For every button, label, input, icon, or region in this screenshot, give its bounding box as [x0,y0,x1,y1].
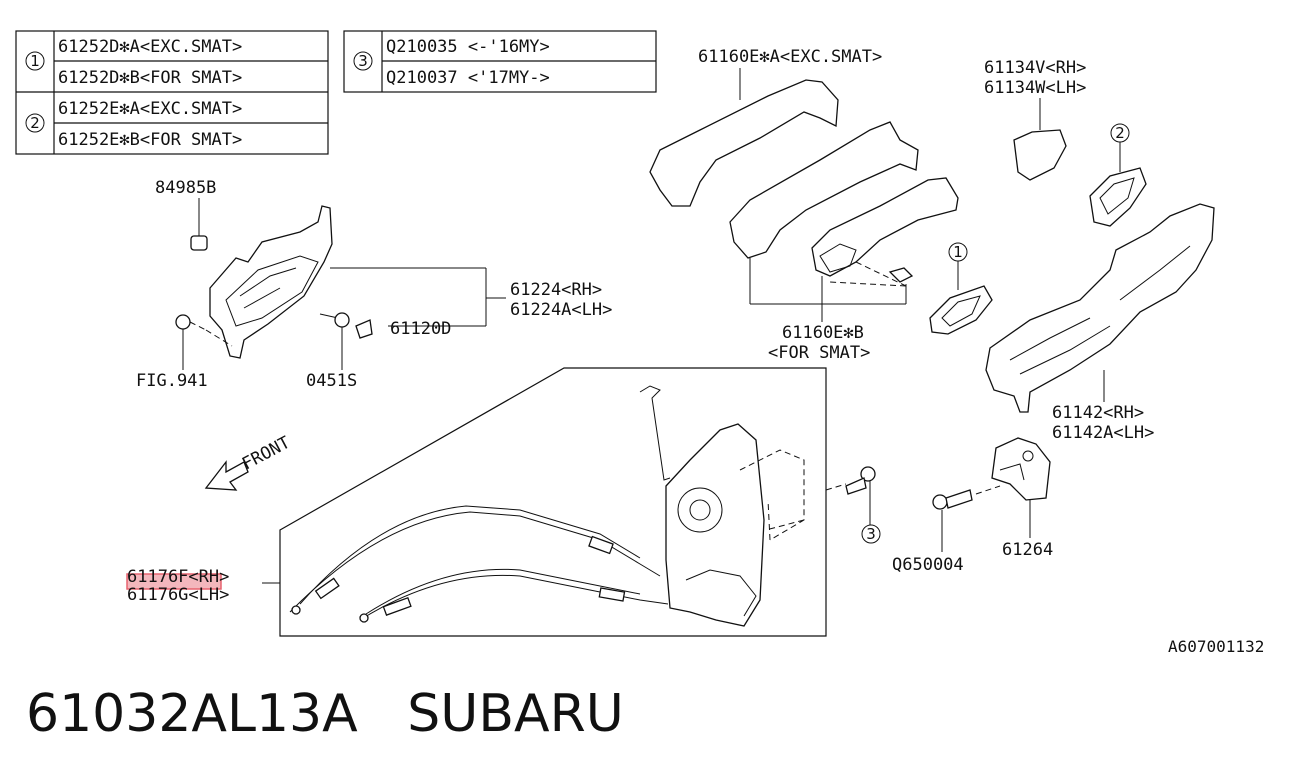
label-61134w-lh: 61134W<LH> [984,78,1086,98]
label-61134v-rh: 61134V<RH> [984,58,1086,78]
diagram-code: A607001132 [1168,637,1264,656]
callout-circle-3 [353,51,373,71]
outer-handle-part [811,177,959,277]
table-row: 61252E✻A<EXC.SMAT> [58,99,242,119]
callout-2: 2 [1115,124,1125,142]
highlight-box [126,573,222,590]
label-61176f-rh: 61176F<RH> [127,567,229,587]
handle-cover-assembly: 61134V<RH> 61134W<LH> 2 1 61142<RH> 6114… [929,58,1215,443]
label-61224a-lh: 61224A<LH> [510,300,612,320]
cable-labels: 61176F<RH> 61176G<LH> [126,567,229,605]
inner-handle-assembly: 84985B 61224<RH> 61224A<LH> 61120D 0451S… [136,178,612,391]
callout-circle-2 [25,113,45,133]
outer-handle-part [729,121,919,259]
footer-part-number: 61032AL13A [26,684,358,744]
bolt-q650004 [945,489,973,509]
table-row: 61252D✻B<FOR SMAT> [58,68,242,88]
variant-table-left: 1 2 61252D✻A<EXC.SMAT> 61252D✻B<FOR SMAT… [15,30,329,155]
label-0451s: 0451S [306,371,357,391]
table-marker-1: 1 [30,52,40,70]
callout-3: 3 [866,525,876,543]
label-61120d: 61120D [390,319,451,339]
screw-fig941 [175,314,191,330]
gasket-part-2 [1089,167,1147,227]
label-front: FRONT [239,433,294,475]
inner-handle-part [209,205,333,359]
cap-part [355,319,373,339]
callout-1: 1 [953,243,963,261]
outer-handle-part [649,79,839,207]
latch-part [665,423,765,627]
outer-handle-assembly: 61160E✻A<EXC.SMAT> 61160E✻B <FOR SMAT> [649,47,959,363]
variant-table-right: 3 Q210035 <-'16MY> Q210037 <'17MY-> [343,30,657,93]
footer-title: 61032AL13A SUBARU [26,684,624,744]
label-61176g-lh: 61176G<LH> [127,585,229,605]
label-61160e-b: 61160E✻B [782,323,864,343]
bracket-part [985,203,1215,413]
table-row: Q210035 <-'16MY> [386,37,550,57]
latch-box-outline [279,367,827,637]
table-row: 61252E✻B<FOR SMAT> [58,130,242,150]
footer-brand: SUBARU [407,684,624,744]
label-fig941: FIG.941 [136,371,208,391]
cover-part [1013,129,1067,181]
callout-circle-3 [861,524,881,544]
label-84985b: 84985B [155,178,216,198]
gasket-part-1 [929,285,993,335]
bolt-head [932,494,948,510]
cable-upper [289,511,661,613]
table-marker-2: 2 [30,114,40,132]
latch-assembly: 3 [262,367,881,637]
label-61224-rh: 61224<RH> [510,280,602,300]
front-arrow-icon [204,460,249,491]
label-61160e-a: 61160E✻A<EXC.SMAT> [698,47,882,67]
screw-part [888,267,914,283]
striker-assembly: 61264 Q650004 [892,437,1053,575]
table-row: Q210037 <'17MY-> [386,68,550,88]
label-61142-rh: 61142<RH> [1052,403,1144,423]
table-marker-3: 3 [358,52,368,70]
front-indicator: FRONT [204,433,294,491]
label-q650004: Q650004 [892,555,964,575]
table-row: 61252D✻A<EXC.SMAT> [58,37,242,57]
label-61264: 61264 [1002,540,1053,560]
screw-0451s [334,312,350,328]
callout-circle-1 [25,51,45,71]
label-61142a-lh: 61142A<LH> [1052,423,1154,443]
clip-part [190,235,208,251]
label-for-smat: <FOR SMAT> [768,343,870,363]
